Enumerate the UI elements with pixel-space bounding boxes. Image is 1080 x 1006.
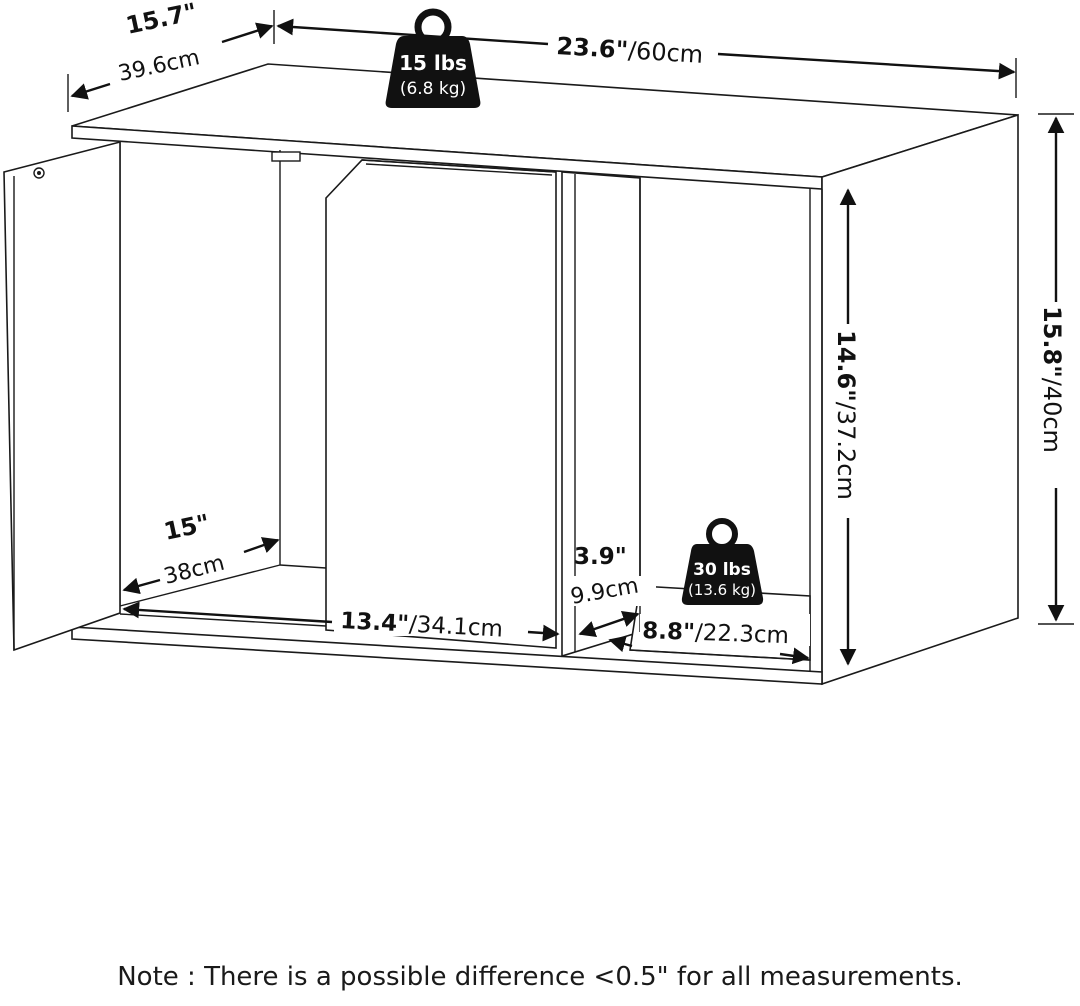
svg-text:8.8"/22.3cm: 8.8"/22.3cm	[642, 618, 790, 649]
open-door-left	[3, 140, 121, 652]
shelf-width-cm: /22.3cm	[694, 620, 789, 649]
cabinet-illustration	[3, 63, 1019, 686]
dimension-width: 23.6"/60cm	[276, 18, 1017, 98]
width-inches: 23.6"	[556, 32, 629, 64]
weight-icon	[385, 36, 481, 108]
compartment-width-inches: 13.4"	[340, 608, 410, 638]
svg-text:15.8"/40cm: 15.8"/40cm	[1038, 306, 1066, 453]
center-panel	[325, 159, 557, 649]
shelf-weight-lbs: 30 lbs	[693, 560, 751, 580]
inner-depth-inches: 15"	[161, 509, 212, 546]
dimension-height: 15.8"/40cm	[1038, 113, 1074, 625]
dimension-shelf-width: 8.8"/22.3cm	[608, 614, 810, 665]
svg-text:14.6"/37.2cm: 14.6"/37.2cm	[832, 330, 860, 500]
inner-depth-cm: 38cm	[161, 551, 227, 590]
dimension-compartment-width: 13.4"/34.1cm	[122, 601, 560, 643]
measurement-note: Note : There is a possible difference <0…	[117, 962, 963, 992]
divider-gap-inches: 3.9"	[574, 544, 627, 570]
dimension-inner-height: 14.6"/37.2cm	[832, 188, 860, 666]
dimension-inner-depth: 15" 38cm	[122, 509, 280, 595]
top-weight-kg: (6.8 kg)	[400, 79, 466, 99]
cabinet-bottom-front-edge	[71, 626, 823, 685]
height-cm: /40cm	[1038, 378, 1066, 453]
weight-icon	[681, 544, 764, 605]
dimension-divider-gap: 3.9" 9.9cm	[568, 544, 656, 638]
compartment-width-cm: /34.1cm	[408, 612, 503, 643]
height-inches: 15.8"	[1038, 306, 1066, 378]
shelf-weight-kg: (13.6 kg)	[688, 581, 756, 599]
inner-height-inches: 14.6"	[832, 330, 860, 402]
inner-height-cm: /37.2cm	[832, 402, 860, 500]
weight-badge-shelf: 30 lbs (13.6 kg)	[681, 518, 764, 605]
shelf-width-inches: 8.8"	[642, 618, 696, 646]
depth-cm: 39.6cm	[116, 45, 202, 87]
svg-text:23.6"/60cm: 23.6"/60cm	[556, 32, 704, 69]
width-cm: /60cm	[627, 36, 704, 69]
top-weight-lbs: 15 lbs	[399, 51, 467, 75]
weight-badge-top: 15 lbs (6.8 kg)	[385, 8, 481, 108]
svg-text:13.4"/34.1cm: 13.4"/34.1cm	[340, 608, 504, 642]
depth-inches: 15.7"	[123, 0, 199, 40]
